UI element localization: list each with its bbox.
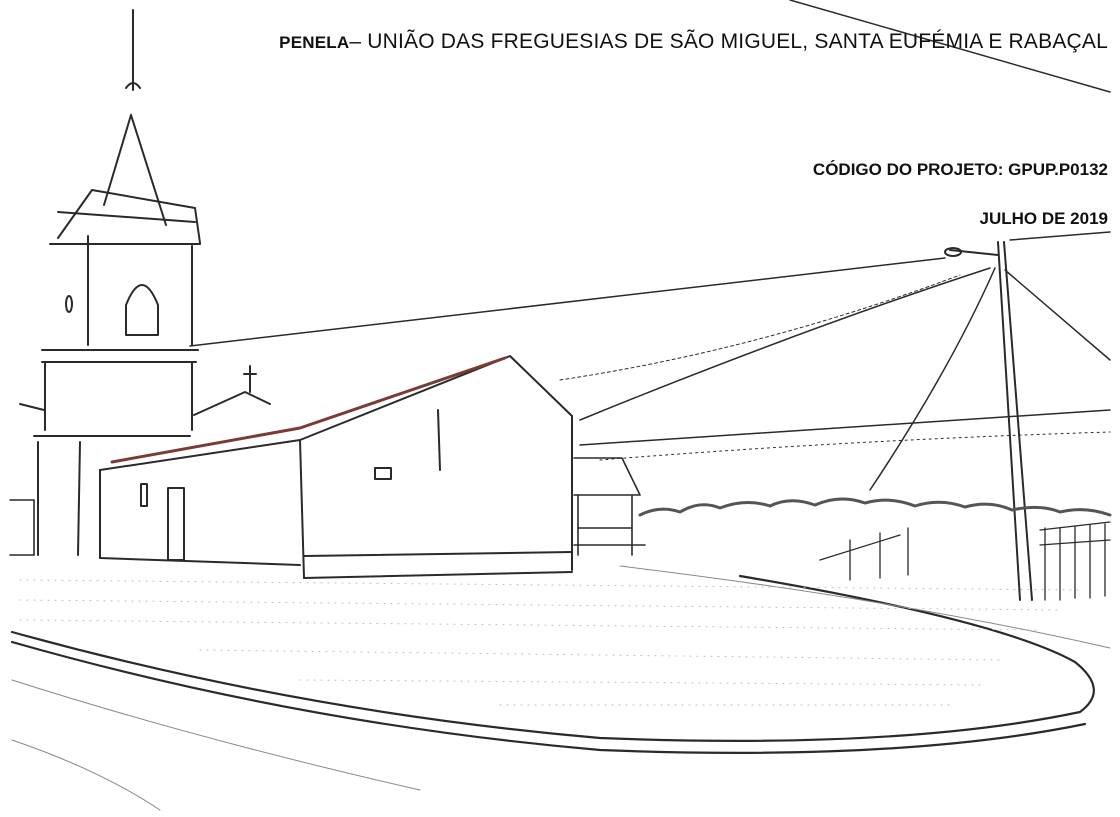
side-building — [573, 457, 646, 556]
project-date: JULHO DE 2019 — [979, 209, 1109, 228]
roundabout-curb — [10, 574, 1095, 754]
left-building — [9, 499, 35, 556]
cobblestone-texture — [19, 579, 1081, 706]
parish-union-name: UNIÃO DAS FREGUESIAS DE SÃO MIGUEL, SANT… — [367, 30, 1108, 53]
power-lines — [189, 0, 1111, 491]
church-nave — [99, 355, 573, 579]
utility-pole — [944, 241, 1033, 601]
tree-line — [638, 497, 1112, 517]
project-title: PENELA– UNIÃO DAS FREGUESIAS DE SÃO MIGU… — [279, 30, 1108, 54]
title-separator: – — [349, 30, 368, 53]
fence — [819, 521, 1111, 601]
road-edges — [11, 565, 1111, 811]
project-code: CÓDIGO DO PROJETO: GPUP.P0132 — [812, 160, 1108, 179]
municipality-name: PENELA — [279, 33, 350, 52]
church-roof — [110, 356, 507, 464]
bell-tower — [19, 9, 201, 556]
